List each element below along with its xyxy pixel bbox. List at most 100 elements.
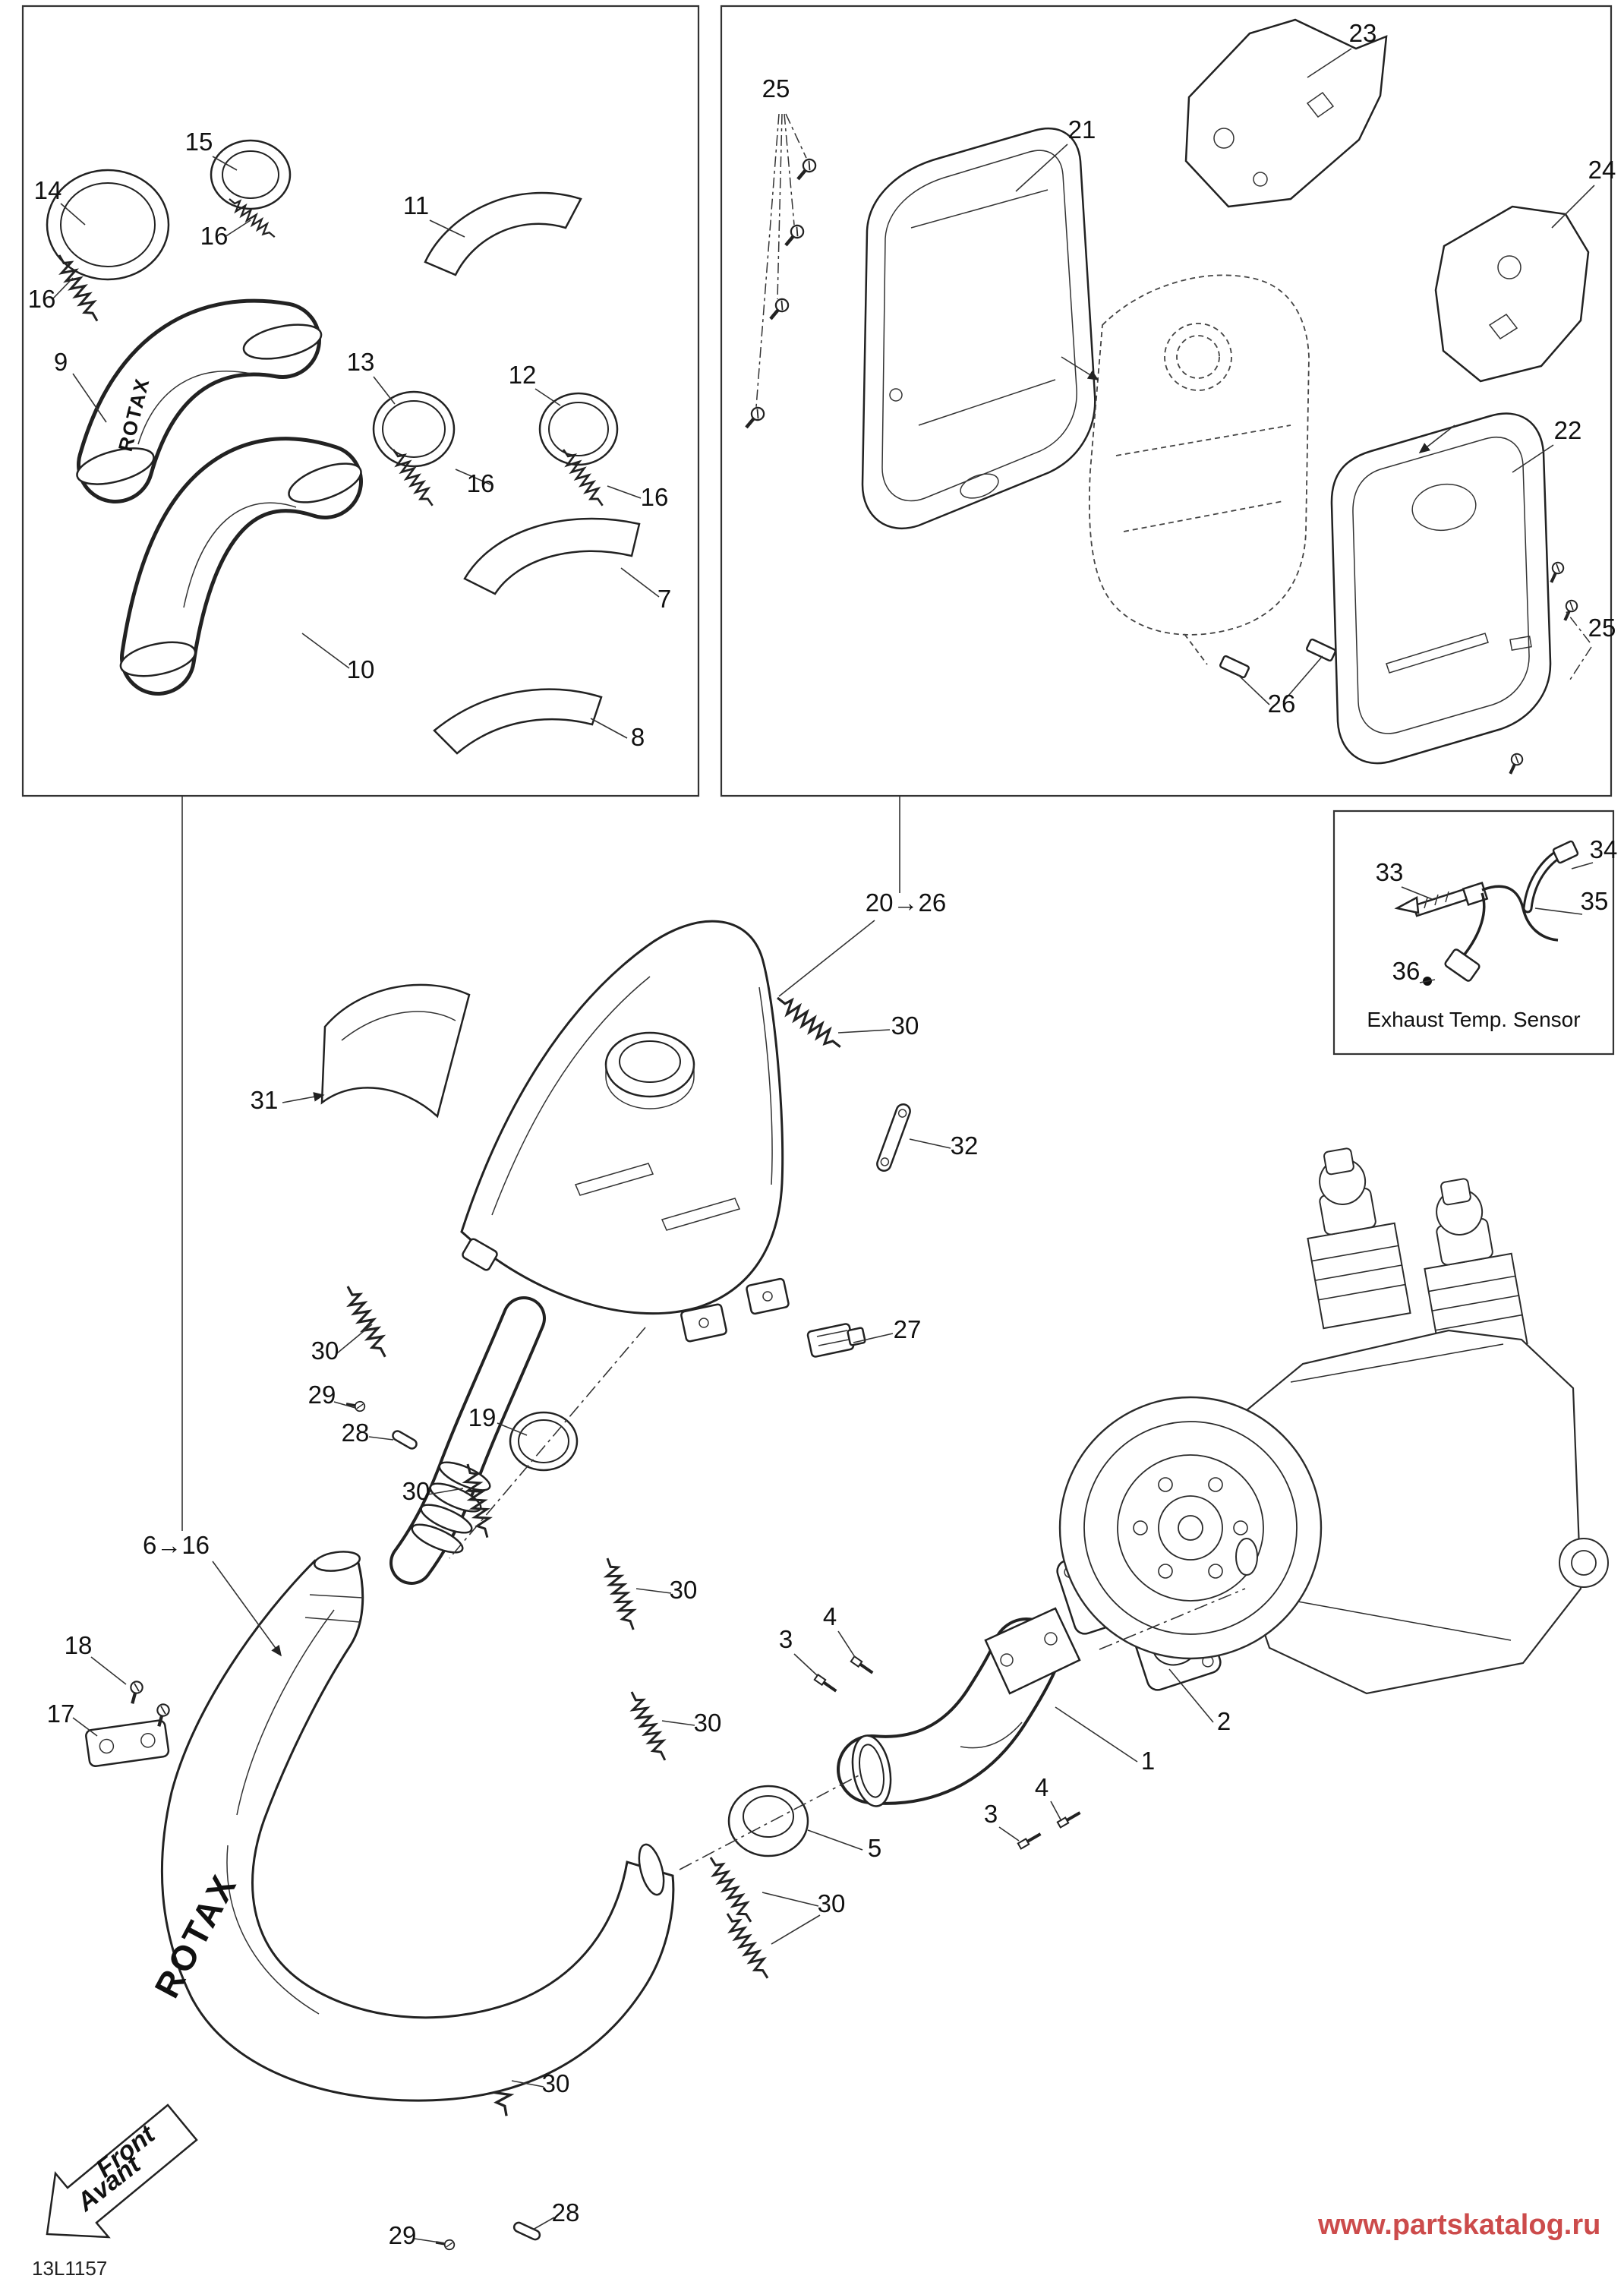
callout-19: 19 [468,1403,497,1431]
callout-35: 35 [1581,887,1609,915]
callout-3-b: 3 [984,1800,998,1828]
callout-24: 24 [1588,156,1616,184]
part-3-bolt [812,1673,840,1696]
callout-21: 21 [1068,115,1096,144]
part-1-exhaust-manifold [837,1607,1081,1807]
watermark-link[interactable]: www.partskatalog.ru [1317,2209,1600,2241]
part-13-clamp-ring [372,390,456,468]
part-34-clamp [1552,840,1579,864]
callout-30-f: 30 [818,1889,846,1917]
callout-33: 33 [1376,858,1404,886]
callout-1: 1 [1141,1747,1155,1775]
callout-30-d: 30 [670,1576,698,1604]
callout-5: 5 [868,1834,881,1862]
callout-29-a: 29 [308,1381,336,1409]
callout-15: 15 [185,128,213,156]
callout-34: 34 [1590,835,1618,863]
part-30-spring [600,1554,642,1633]
part-30-spring [703,1852,758,1927]
callout-25-a: 25 [762,74,790,103]
callout-10: 10 [347,655,375,683]
part-8-shield [433,688,603,755]
front-direction-arrow: Front Avant [46,2104,198,2239]
part-28-clip [512,2221,541,2241]
part-10-elbow-shield [119,437,363,696]
part-36-connector [1444,948,1481,982]
assembly-centerlines [449,1327,1246,1870]
part-15-clamp-ring [210,139,292,210]
callout-6-16: 6→16 [143,1531,210,1559]
callout-29-b: 29 [389,2221,417,2249]
callout-30-g: 30 [542,2069,570,2097]
callouts: 14 15 16 16 9 11 13 12 16 16 7 10 8 25 2… [28,19,1618,2249]
callout-12: 12 [509,361,537,389]
callout-4-b: 4 [1035,1773,1049,1801]
callout-16-b: 16 [28,285,56,313]
callout-11: 11 [403,191,429,219]
part-3-bolt [1016,1829,1044,1851]
part-16-spring [387,445,439,510]
callout-23: 23 [1349,19,1377,47]
part-16-spring [52,251,105,326]
part-22-muffler-cover [1330,412,1552,765]
callout-18: 18 [65,1631,93,1659]
callout-30-a: 30 [891,1012,919,1040]
callout-31: 31 [251,1086,279,1114]
drawing-code: 13L1157 [32,2257,107,2280]
part-12-clamp-ring [538,392,619,466]
part-16-spring [225,194,279,242]
callout-28-b: 28 [552,2198,580,2227]
callout-20-26: 20→26 [866,888,946,917]
part-6-tuned-pipe: ROTAX [147,1551,675,2102]
callout-8: 8 [631,723,645,751]
callout-22: 22 [1554,416,1582,444]
callout-25-b: 25 [1588,614,1616,642]
part-24-insulation-sheet [1434,205,1590,383]
callout-13: 13 [347,348,375,376]
callout-2: 2 [1217,1707,1231,1735]
callout-26: 26 [1268,690,1296,718]
part-5-seal-ring [727,1785,809,1857]
part-23-insulation-sheet [1184,18,1388,208]
callout-30-b: 30 [311,1337,339,1365]
part-30-spring [720,1908,775,1984]
sensor-caption: Exhaust Temp. Sensor [1367,1008,1580,1031]
part-18-screws [127,1681,170,1728]
callout-16-c: 16 [467,469,495,497]
part-21-muffler-cover [861,128,1096,530]
part-26-clips [1219,638,1336,679]
part-32-bracket [876,1103,911,1172]
part-7-shield [463,517,641,595]
callout-32: 32 [951,1131,979,1160]
part-33-exhaust-temp-sensor [1394,881,1559,957]
assembled-muffler-dashed [1088,274,1310,665]
callout-3-a: 3 [779,1625,793,1653]
muffler-cover-inset-box [720,5,1613,797]
heat-shield-inset-box [21,5,700,797]
part-20-muffler [460,920,790,1343]
callout-14: 14 [34,176,62,204]
part-17-bracket [85,1719,170,1767]
callout-9: 9 [54,348,68,376]
callout-27: 27 [894,1315,922,1343]
part-30-spring [624,1687,673,1765]
part-14-clamp-ring [46,169,170,281]
part-9-elbow-shield: ROTAX [76,298,323,503]
callout-4-a: 4 [823,1602,837,1630]
part-11-shield [424,191,582,276]
part-4-bolt [849,1655,876,1677]
sensor-wire [1481,885,1559,942]
part-30-spring [771,990,847,1054]
part-4-bolt [1055,1808,1083,1829]
sensor-wire [1462,892,1486,957]
callout-30-e: 30 [694,1709,722,1737]
part-27-connector [806,1323,866,1358]
callout-17: 17 [47,1700,75,1728]
part-28-clip [392,1430,418,1450]
part-19-gasket-ring [509,1411,579,1472]
callout-36: 36 [1392,957,1421,985]
engine-assembly [1058,1147,1609,1695]
sensor-inset-box [1332,810,1615,1056]
